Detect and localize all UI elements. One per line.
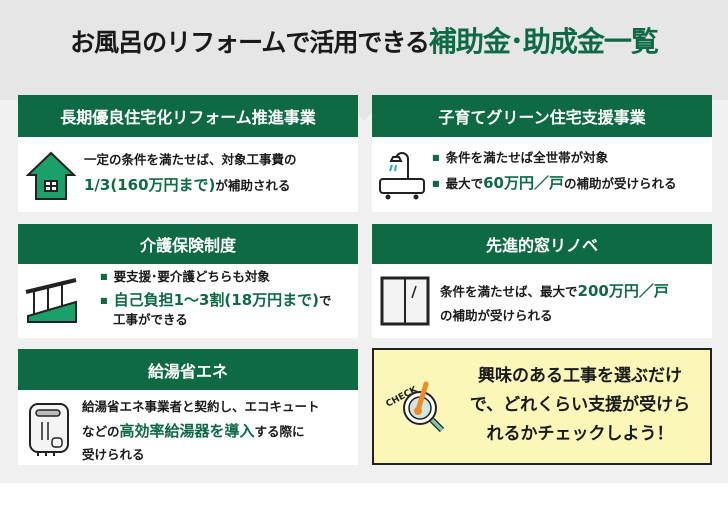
card-highlight: 200万円／戸 bbox=[577, 282, 669, 300]
card-water-heater: 給湯省エネ 給湯省エネ事業者と契約し、エコキュート などの高効率給湯器を導入する… bbox=[18, 349, 358, 465]
card-window-renovation: 先進的窓リノベ 条件を満たせば、最大で200万円／戸 の補助が受けられる bbox=[372, 224, 712, 338]
card-nursing-insurance: 介護保険制度 要支援･要介護どちらも対象 自己負担1〜3割(18万円まで)で 工… bbox=[18, 224, 358, 338]
card-highlight: 60万円／戸 bbox=[483, 173, 564, 192]
card-text: 条件を満たせば、最大で bbox=[440, 284, 578, 299]
card-text: 最大で bbox=[445, 175, 484, 191]
card-title: 介護保険制度 bbox=[18, 224, 358, 264]
title-prefix: お風呂のリフォームで活用できる bbox=[70, 28, 430, 57]
card-title: 子育てグリーン住宅支援事業 bbox=[372, 95, 712, 137]
handrail-icon bbox=[25, 278, 77, 323]
card-bullet: 条件を満たせば全世帯が対象 bbox=[432, 147, 676, 170]
bathtub-icon bbox=[379, 152, 425, 200]
check-text: で、どれくらい支援が受けら bbox=[469, 394, 691, 415]
card-long-term-housing: 長期優良住宅化リフォーム推進事業 一定の条件を満たせば、対象工事費の 1/3(1… bbox=[18, 95, 358, 212]
card-highlight: 高効率給湯器を導入 bbox=[119, 421, 255, 440]
water-heater-icon bbox=[29, 403, 69, 456]
card-child-green-housing: 子育てグリーン住宅支援事業 条件を満たせば全世帯が対象 最大で60万円／戸の補助… bbox=[372, 95, 712, 212]
page-title: お風呂のリフォームで活用できる補助金･助成金一覧 bbox=[0, 20, 728, 60]
check-callout: CHECK 興味のある工事を選ぶだけ で、どれくらい支援が受けら れるかチェック… bbox=[372, 348, 712, 465]
header-band bbox=[0, 0, 728, 100]
card-title: 給湯省エネ bbox=[18, 349, 358, 390]
card-text: の補助が受けられる bbox=[440, 308, 553, 323]
card-text: 受けられる bbox=[82, 447, 145, 463]
card-text: の補助が受けられる bbox=[563, 175, 677, 191]
card-text: する際に bbox=[254, 423, 305, 439]
check-text: れるかチェックしよう！ bbox=[486, 423, 674, 444]
card-text: が補助される bbox=[215, 177, 291, 193]
card-title: 長期優良住宅化リフォーム推進事業 bbox=[18, 95, 358, 137]
card-bullet: 要支援･要介護どちらも対象 bbox=[100, 266, 332, 289]
card-highlight: 自己負担1〜3割(18万円まで) bbox=[113, 290, 320, 309]
card-text: 給湯省エネ事業者と契約し、エコキュート bbox=[82, 399, 320, 414]
title-highlight: 補助金･助成金一覧 bbox=[428, 25, 659, 58]
card-title: 先進的窓リノベ bbox=[372, 224, 712, 264]
card-highlight: 1/3(160万円まで) bbox=[84, 175, 216, 194]
card-text: などの bbox=[82, 423, 120, 439]
check-text: 興味のある工事を選ぶだけ bbox=[478, 366, 682, 386]
card-text: 工事ができる bbox=[113, 312, 188, 327]
house-icon bbox=[26, 151, 76, 200]
magnifier-check-icon: CHECK bbox=[384, 381, 445, 433]
card-text: 一定の条件を満たせば、対象工事費の bbox=[84, 152, 297, 167]
card-text: で bbox=[319, 292, 332, 308]
window-icon bbox=[380, 276, 430, 326]
